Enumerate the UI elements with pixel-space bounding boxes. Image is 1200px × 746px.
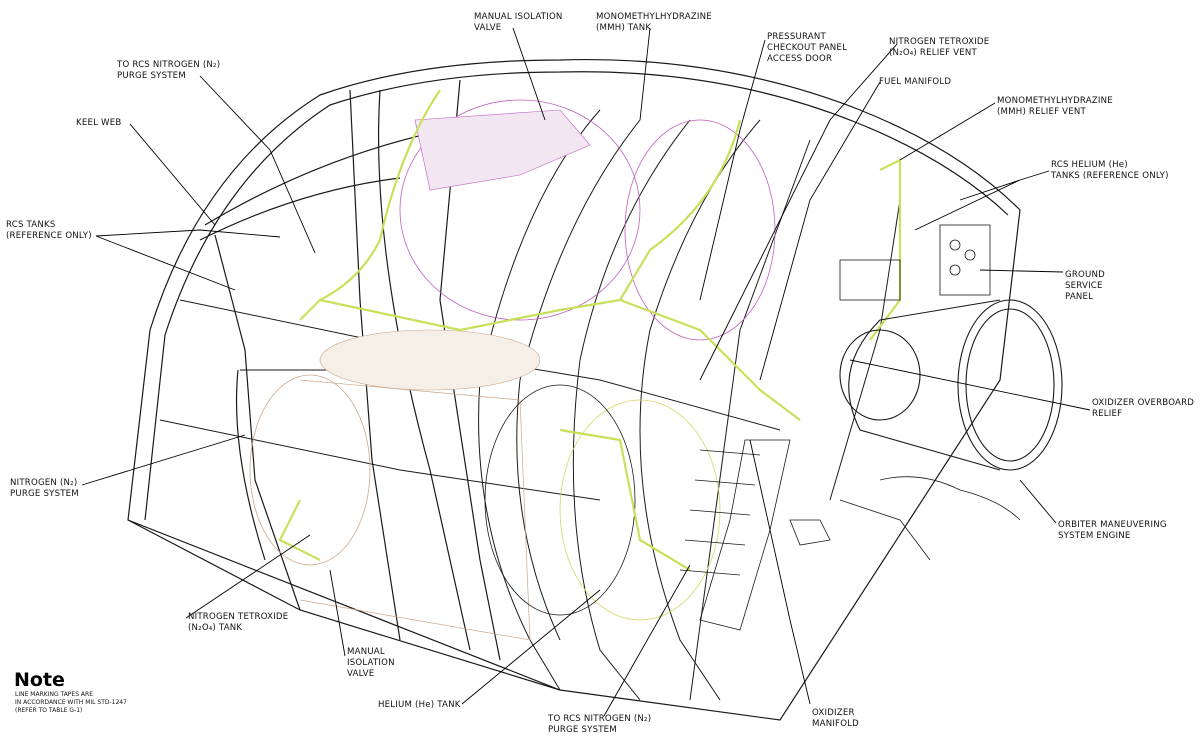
leader-lines	[81, 27, 1091, 717]
label-manual-isolation-valve-top: MANUAL ISOLATION VALVE	[474, 12, 563, 33]
label-rcs-helium-tanks: RCS HELIUM (He) TANKS (REFERENCE ONLY)	[1051, 160, 1169, 181]
label-n2-purge-system: NITROGEN (N₂) PURGE SYSTEM	[10, 478, 79, 499]
label-oxidizer-manifold: OXIDIZER MANIFOLD	[812, 708, 859, 729]
label-mmh-relief-vent: MONOMETHYLHYDRAZINE (MMH) RELIEF VENT	[997, 96, 1113, 117]
note-title: Note	[14, 669, 65, 691]
label-manual-isolation-valve-bottom: MANUAL ISOLATION VALVE	[347, 647, 395, 679]
pod-outer-shell	[127, 59, 1021, 721]
helium-tank-shape	[484, 384, 721, 621]
label-mmh-tank: MONOMETHYLHYDRAZINE (MMH) TANK	[596, 12, 712, 33]
label-oms-engine: ORBITER MANEUVERING SYSTEM ENGINE	[1058, 520, 1167, 541]
keel-truss	[679, 224, 1021, 631]
oms-engine	[839, 299, 1063, 471]
label-rcs-n2-purge-bottom: TO RCS NITROGEN (N₂) PURGE SYSTEM	[548, 714, 652, 735]
label-oxidizer-overboard-relief: OXIDIZER OVERBOARD RELIEF	[1092, 398, 1195, 419]
feed-lines	[278, 89, 902, 571]
label-ground-service-panel: GROUND SERVICE PANEL	[1065, 270, 1105, 302]
label-n2o4-relief-vent: NITROGEN TETROXIDE (N₂O₄) RELIEF VENT	[889, 37, 990, 58]
label-keel-web: KEEL WEB	[76, 118, 122, 128]
label-rcs-n2-purge-top: TO RCS NITROGEN (N₂) PURGE SYSTEM	[117, 60, 221, 81]
label-pressurant-panel: PRESSURANT CHECKOUT PANEL ACCESS DOOR	[767, 32, 848, 64]
label-rcs-tanks: RCS TANKS (REFERENCE ONLY)	[6, 220, 92, 241]
label-n2o4-tank: NITROGEN TETROXIDE (N₂O₄) TANK	[188, 612, 289, 633]
n2o4-tank-shape	[249, 329, 541, 641]
label-helium-tank: HELIUM (He) TANK	[378, 700, 461, 710]
note-body: LINE MARKING TAPES ARE IN ACCORDANCE WIT…	[15, 691, 127, 714]
label-fuel-manifold: FUEL MANIFOLD	[879, 77, 952, 87]
